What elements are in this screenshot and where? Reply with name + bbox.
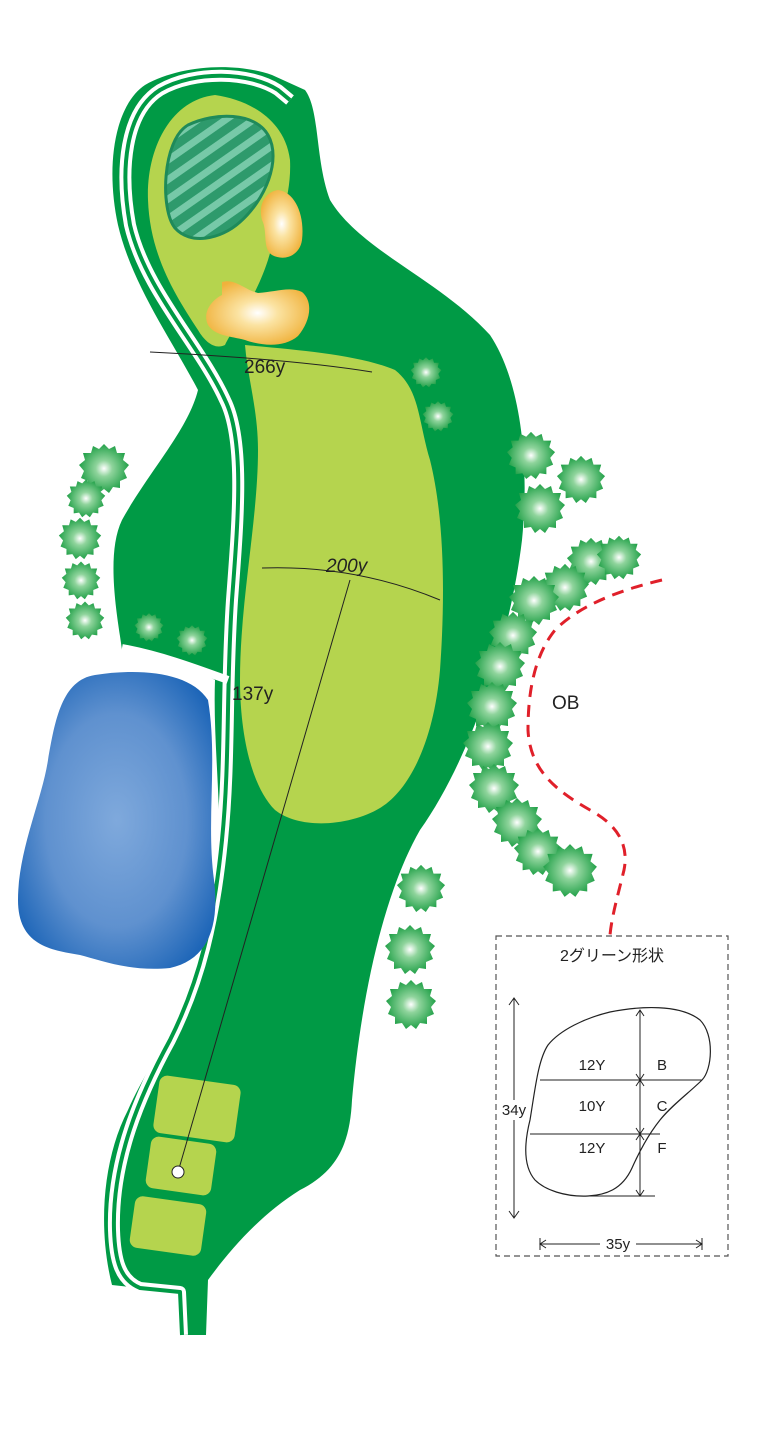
tee-box-front [129, 1196, 207, 1256]
inset-title: 2グリーン形状 [560, 947, 664, 965]
depth-label: 34y [502, 1102, 527, 1119]
distance-label-200: 200y [325, 556, 369, 577]
cart-path-inner [111, 73, 292, 1336]
tree-icon [556, 455, 606, 504]
ob-line [526, 578, 663, 936]
tree-icon [65, 601, 105, 640]
tee-box-middle [145, 1136, 217, 1196]
inset-frame [495, 935, 729, 1257]
putting-green [164, 114, 275, 240]
row-yards: 12Y [579, 1057, 606, 1074]
cart-path-spur [121, 644, 230, 684]
tree-icon [61, 561, 101, 600]
arc-200 [261, 567, 441, 601]
fairway [240, 345, 443, 824]
ob-label: OB [552, 693, 579, 714]
row-yards: 12Y [579, 1140, 606, 1157]
tree-icon [58, 517, 102, 560]
bunker-front [206, 281, 310, 345]
distance-label-137: 137y [232, 684, 274, 705]
width-label: 35y [606, 1236, 631, 1253]
tree-icon [386, 980, 436, 1029]
tree-icon [385, 925, 435, 974]
shot-line [177, 579, 351, 1173]
distance-label-266: 266y [244, 357, 286, 378]
tee-box-back [153, 1075, 241, 1143]
pond [18, 671, 216, 969]
row-yards: 10Y [579, 1098, 606, 1115]
bunker-right [260, 190, 303, 258]
row-zone: F [657, 1140, 666, 1157]
tee-marker [171, 1165, 185, 1179]
tree-icon [396, 864, 446, 913]
arc-266 [149, 351, 373, 373]
row-zone: C [657, 1098, 668, 1115]
row-zone: B [657, 1057, 667, 1074]
green-inset: 2グリーン形状 34y 35y 12Y B 10Y C 12Y F [495, 935, 729, 1257]
green-outline [525, 1007, 711, 1197]
